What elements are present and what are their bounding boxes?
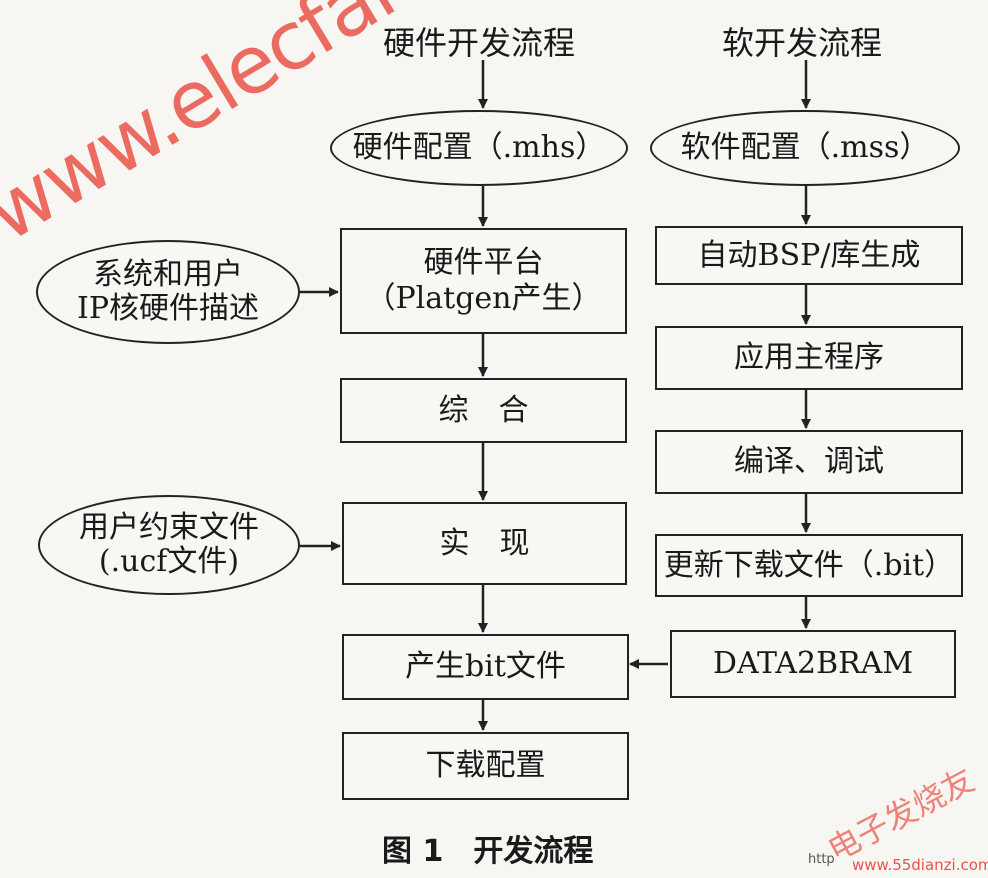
update-label: 更新下载文件（.bit） <box>663 547 955 583</box>
impl-box: 实 现 <box>342 502 627 585</box>
synth-box: 综 合 <box>340 378 627 443</box>
bitgen-box: 产生bit文件 <box>342 634 629 700</box>
hw-config-label: 硬件配置（.mhs） <box>352 129 606 165</box>
data2bram-box: DATA2BRAM <box>670 630 956 698</box>
impl-label: 实 现 <box>439 525 530 561</box>
compile-label: 编译、调试 <box>734 444 884 479</box>
ip-desc-node: 系统和用户 IP核硬件描述 <box>36 240 300 344</box>
hw-platform-line1: 硬件平台 <box>423 245 544 280</box>
bsp-box: 自动BSP/库生成 <box>655 226 963 285</box>
bitgen-label: 产生bit文件 <box>405 649 566 684</box>
hw-platform-box: 硬件平台 （Platgen产生） <box>340 228 627 334</box>
watermark-site-url: www.55dianzi.com <box>852 856 988 874</box>
watermark-http: http <box>808 852 835 867</box>
compile-box: 编译、调试 <box>655 430 963 494</box>
constraint-line2: (.ucf文件) <box>98 544 240 579</box>
bsp-label: 自动BSP/库生成 <box>697 237 921 273</box>
constraint-node: 用户约束文件 (.ucf文件) <box>38 495 300 595</box>
figure-caption: 图 1 开发流程 <box>382 834 594 869</box>
app-box: 应用主程序 <box>655 326 963 390</box>
download-label: 下载配置 <box>425 748 546 783</box>
download-box: 下载配置 <box>342 732 629 800</box>
hw-platform-line2: （Platgen产生） <box>365 281 602 316</box>
synth-label: 综 合 <box>438 392 529 428</box>
sw-config-node: 软件配置（.mss） <box>650 110 960 186</box>
constraint-line1: 用户约束文件 <box>79 509 259 545</box>
update-box: 更新下载文件（.bit） <box>655 534 963 597</box>
sw-flow-title: 软开发流程 <box>722 24 883 62</box>
ip-desc-line2: IP核硬件描述 <box>76 291 260 326</box>
hw-flow-title: 硬件开发流程 <box>383 24 576 62</box>
app-label: 应用主程序 <box>734 340 884 375</box>
hw-config-node: 硬件配置（.mhs） <box>330 110 628 186</box>
sw-config-label: 软件配置（.mss） <box>680 129 930 165</box>
ip-desc-line1: 系统和用户 <box>93 256 243 292</box>
data2bram-label: DATA2BRAM <box>712 646 914 681</box>
